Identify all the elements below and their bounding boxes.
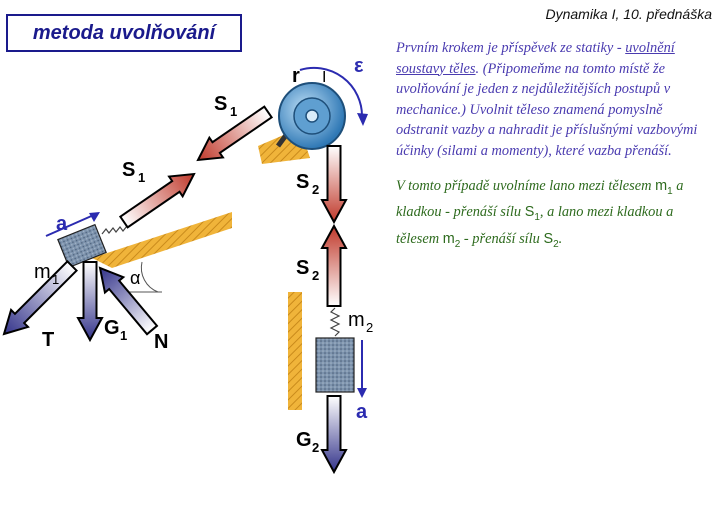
- label-G1-letter: G: [104, 317, 120, 339]
- label-m2: m 2: [348, 309, 373, 335]
- label-S1-lower-sub: 1: [138, 170, 145, 185]
- label-G2-sub: 2: [312, 440, 319, 455]
- arrow-G1: [76, 261, 104, 343]
- label-epsilon: ε: [354, 55, 364, 77]
- p2-part-c: , a lano mezi kladkou a tělesem: [396, 204, 674, 247]
- label-a-m1: a: [56, 213, 68, 235]
- label-m2-letter: m: [348, 309, 365, 331]
- label-S2-lower-sub: 2: [312, 268, 319, 283]
- lecture-header: Dynamika I, 10. přednáška: [545, 6, 712, 22]
- force-arrows: [2, 105, 348, 475]
- p2-s2-sub: 2: [553, 238, 559, 250]
- p2-part-d: - přenáší sílu: [460, 230, 544, 247]
- acceleration-arrow-m1: [45, 212, 100, 237]
- arrow-N: [98, 266, 159, 336]
- p2-s2: S: [543, 230, 554, 247]
- acceleration-arrow-m2: [357, 340, 367, 398]
- p1-part-a: Prvním krokem je příspěvek ze statiky -: [396, 40, 626, 56]
- arrow-T: [2, 259, 79, 336]
- paragraph-statics: Prvním krokem je příspěvek ze statiky - …: [396, 38, 706, 162]
- p1-underlined: uvolnění soustavy těles: [396, 40, 675, 77]
- arrow-S1-lower: [118, 172, 196, 229]
- angular-accel-arrowhead: [357, 113, 368, 126]
- p2-m1-sub: 1: [667, 185, 673, 197]
- inclined-plane: [92, 212, 232, 268]
- p2-part-a: V tomto případě uvolníme lano mezi těles…: [396, 177, 656, 194]
- label-I: I: [322, 69, 326, 86]
- p2-m2: m: [442, 230, 455, 247]
- label-S1-upper-sub: 1: [230, 104, 237, 119]
- label-S1-lower: S 1: [122, 159, 145, 185]
- arrow-G2: [320, 395, 348, 475]
- label-m1-sub: 1: [52, 272, 59, 287]
- pulley: [275, 82, 346, 150]
- arrow-S1-upper: [196, 105, 274, 162]
- label-S2-upper-letter: S: [296, 171, 309, 193]
- label-m1-letter: m: [34, 261, 51, 283]
- label-N: N: [154, 331, 168, 353]
- arrow-S2-upper: [320, 145, 348, 225]
- page-title-text: metoda uvolňování: [32, 21, 216, 44]
- block-m1: [57, 223, 107, 269]
- p2-m2-sub: 2: [454, 238, 461, 250]
- angular-accel-arc: [299, 66, 364, 117]
- label-a-m2: a: [356, 401, 368, 423]
- label-G2-letter: G: [296, 429, 312, 451]
- p2-s1-sub: 1: [534, 211, 540, 223]
- label-G1: G 1: [104, 317, 127, 343]
- angle-arc: [140, 261, 159, 293]
- p2-s1: S: [524, 204, 535, 221]
- label-S2-lower-letter: S: [296, 257, 309, 279]
- arrow-S2-lower: [320, 223, 348, 307]
- p2-part-e: .: [558, 230, 563, 247]
- label-S1-upper-letter: S: [214, 93, 227, 115]
- label-alpha: α: [130, 268, 140, 288]
- block-m2: [315, 337, 355, 393]
- label-S1-upper: S 1: [214, 93, 237, 119]
- label-S1-lower-letter: S: [122, 159, 135, 181]
- spring-m2: [329, 307, 341, 337]
- label-m1: m 1: [34, 261, 59, 287]
- p2-m1: m: [655, 177, 668, 194]
- page-title: metoda uvolňování: [6, 14, 242, 52]
- label-S2-upper-sub: 2: [312, 182, 319, 197]
- label-G1-sub: 1: [120, 328, 127, 343]
- p1-part-c: . (Připomeňme na tomto místě že uvolňová…: [396, 60, 698, 159]
- label-r: r: [292, 65, 300, 87]
- p2-part-b: a kladkou - přenáší sílu: [396, 177, 684, 221]
- spring-m1: [101, 225, 128, 235]
- vertical-wall: [288, 292, 302, 410]
- label-T: T: [42, 329, 54, 351]
- paragraph-release: V tomto případě uvolníme lano mezi těles…: [396, 176, 706, 255]
- label-G2: G 2: [296, 429, 319, 455]
- label-S2-lower: S 2: [296, 257, 319, 283]
- explanation-text: Prvním krokem je příspěvek ze statiky - …: [396, 38, 706, 255]
- label-m2-sub: 2: [366, 320, 373, 335]
- label-S2-upper: S 2: [296, 171, 319, 197]
